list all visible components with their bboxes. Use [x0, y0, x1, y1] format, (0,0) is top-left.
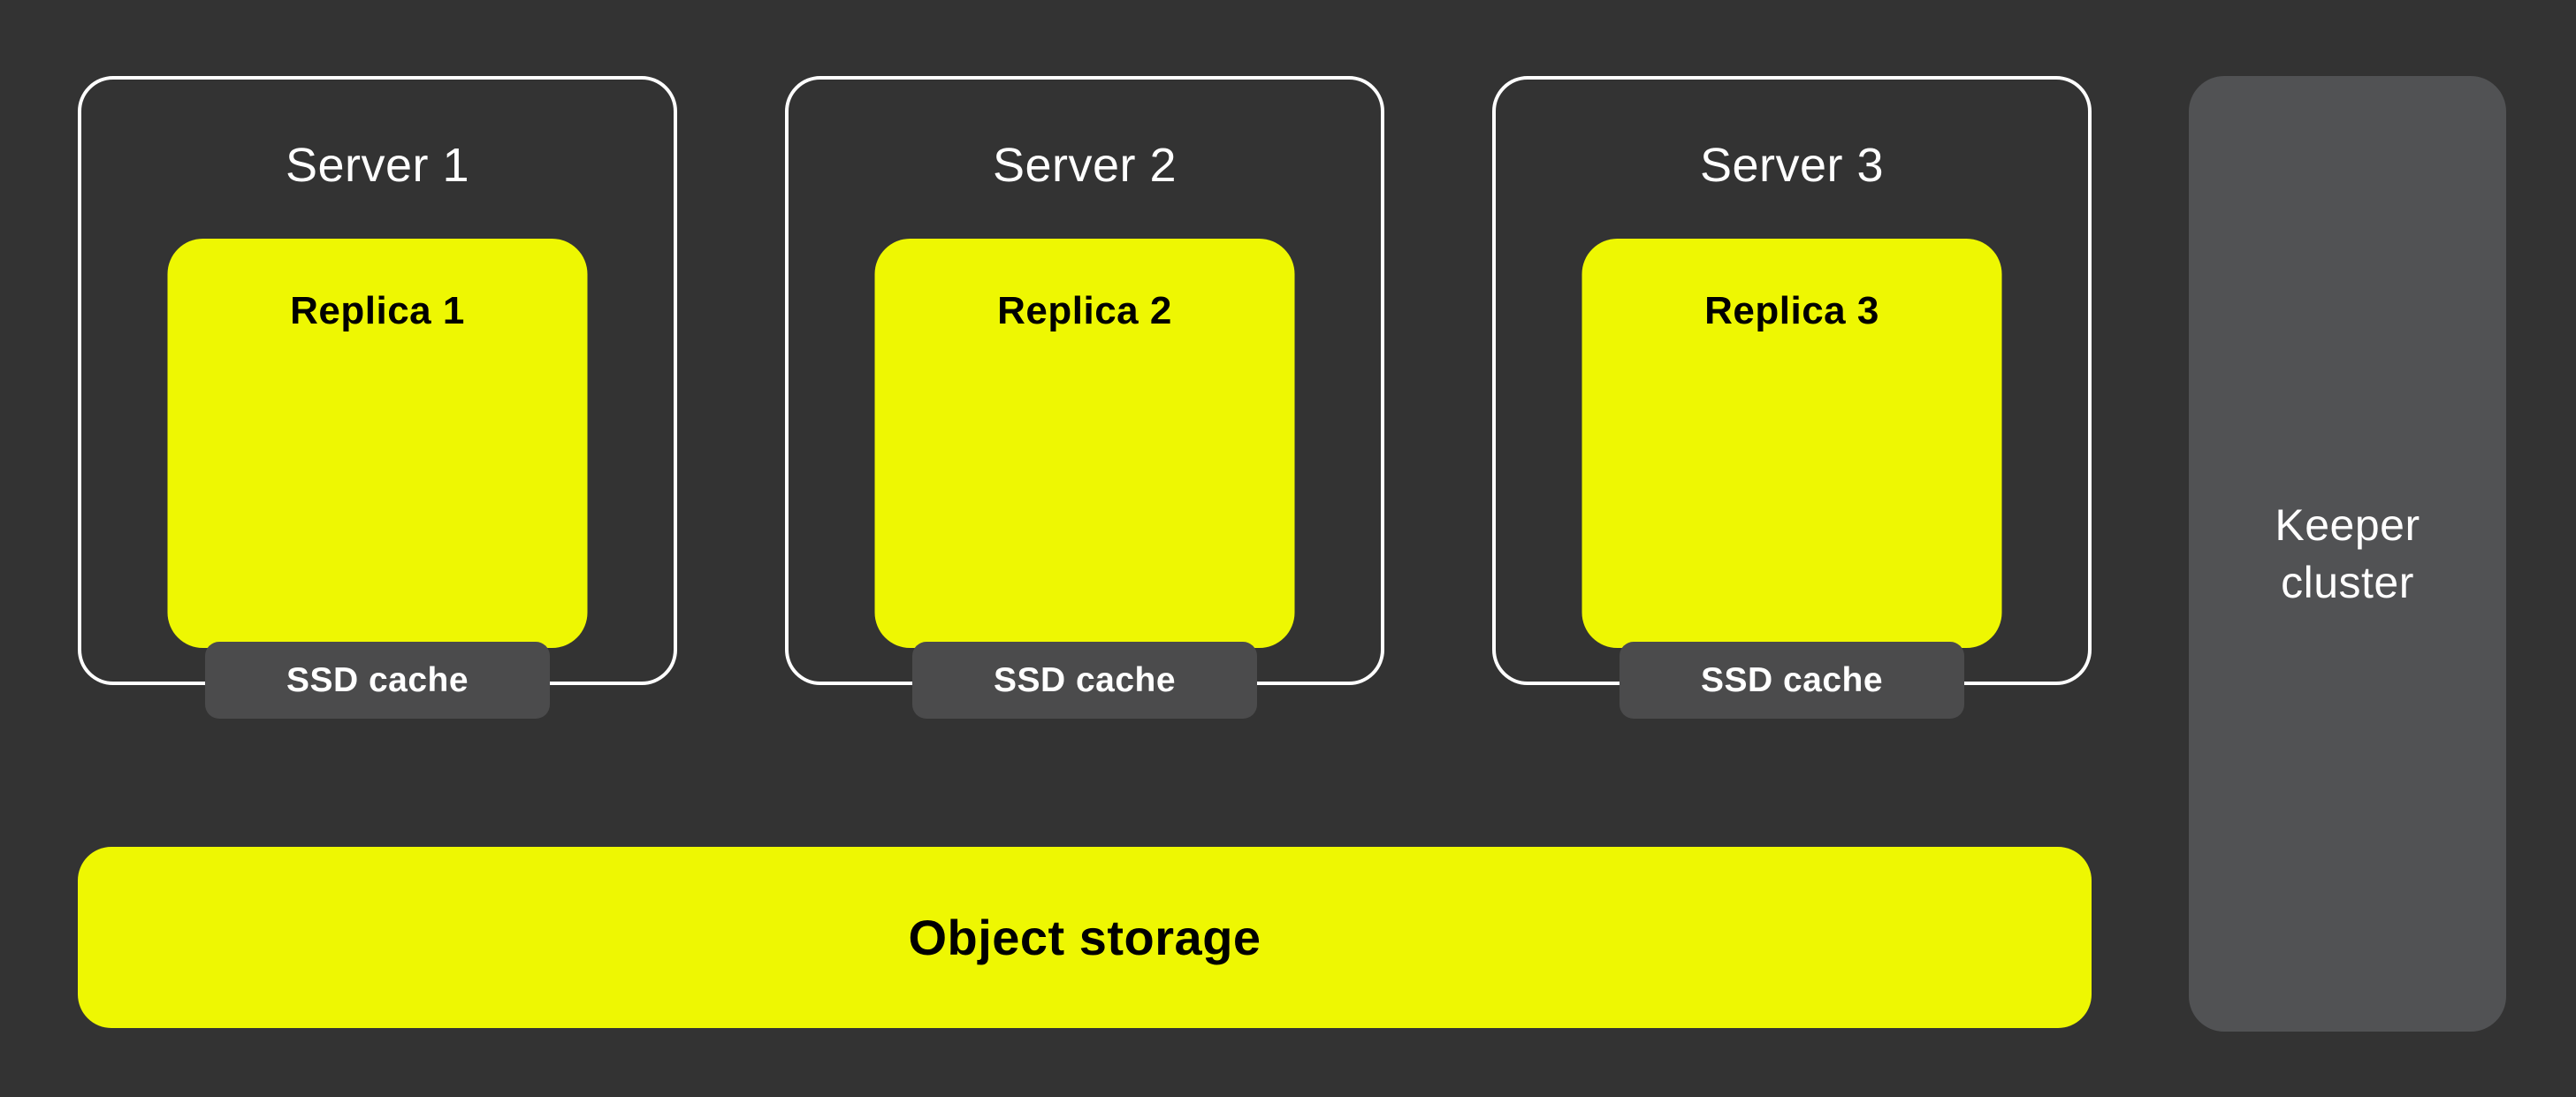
replica-3-label: Replica 3	[1704, 289, 1879, 332]
replica-2-label: Replica 2	[997, 289, 1172, 332]
object-storage-label: Object storage	[908, 910, 1261, 965]
replica-3-box: Replica 3	[1581, 239, 2002, 648]
keeper-cluster-panel: Keeper cluster	[2189, 76, 2506, 1032]
server-2-ssd-cache-badge: SSD cache	[912, 642, 1257, 719]
server-1-box: Server 1 Replica 1 SSD cache	[78, 76, 677, 719]
keeper-cluster-label: Keeper cluster	[2275, 499, 2420, 607]
server-1-ssd-cache-label: SSD cache	[286, 660, 469, 699]
replica-1-box: Replica 1	[167, 239, 588, 648]
server-1-title: Server 1	[285, 139, 470, 192]
server-3-ssd-cache-badge: SSD cache	[1620, 642, 1964, 719]
server-1-ssd-cache-badge: SSD cache	[205, 642, 550, 719]
server-3-box: Server 3 Replica 3 SSD cache	[1492, 76, 2092, 719]
object-storage-box: Object storage	[78, 847, 2092, 1028]
server-2-title: Server 2	[992, 139, 1177, 192]
replica-2-box: Replica 2	[874, 239, 1295, 648]
server-3-ssd-cache-label: SSD cache	[1700, 660, 1884, 699]
server-2-ssd-cache-label: SSD cache	[993, 660, 1177, 699]
server-3-title: Server 3	[1699, 139, 1885, 192]
server-2-box: Server 2 Replica 2 SSD cache	[785, 76, 1384, 719]
replica-1-label: Replica 1	[290, 289, 465, 332]
